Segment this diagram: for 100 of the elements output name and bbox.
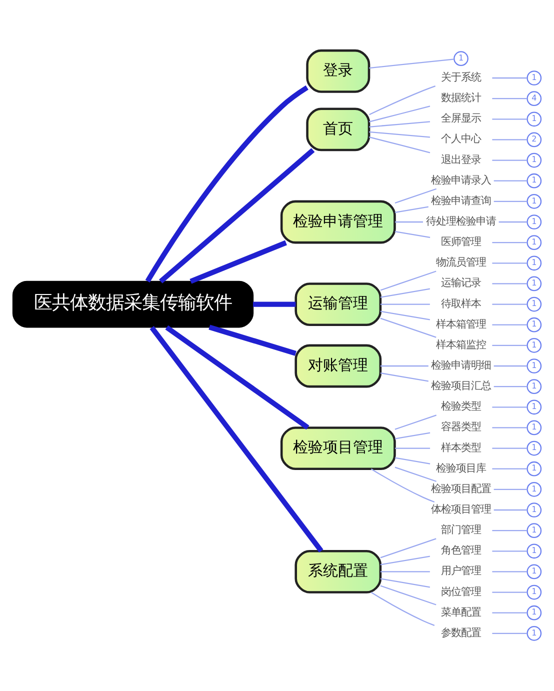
- connector: [369, 58, 454, 68]
- connector: [492, 282, 527, 284]
- connector: [395, 220, 423, 222]
- connector: [492, 98, 527, 99]
- connector: [494, 200, 528, 202]
- node-box: 系统配置: [294, 550, 382, 593]
- connector: [394, 466, 437, 482]
- connector: [395, 447, 430, 448]
- connector: [494, 508, 528, 510]
- connector: [380, 570, 430, 572]
- node-text: 医师管理: [441, 236, 481, 248]
- connector: [380, 538, 436, 558]
- connector: [370, 468, 435, 502]
- connector: [158, 148, 315, 283]
- connector: [492, 76, 527, 78]
- connector: [494, 180, 528, 181]
- connector: [394, 206, 428, 213]
- connector: [494, 386, 528, 387]
- node-text: 数据统计: [441, 92, 481, 104]
- connector: [492, 632, 527, 634]
- connector: [380, 317, 436, 338]
- node-box: 检验项目管理: [280, 426, 396, 470]
- node-text: 用户管理: [441, 564, 481, 577]
- node-text: 岗位管理: [441, 585, 481, 598]
- connector: [492, 468, 527, 469]
- connector: [492, 159, 527, 160]
- node-text: 关于系统: [441, 71, 481, 84]
- node-text: 检验类型: [441, 400, 481, 412]
- connector: [380, 288, 430, 298]
- node-box: 运输管理: [294, 282, 382, 326]
- node-text: 角色管理: [441, 544, 481, 556]
- node-text: 个人中心: [441, 132, 481, 145]
- connector: [165, 324, 310, 430]
- connector: [492, 262, 527, 264]
- node-text: 样本箱管理: [436, 318, 486, 330]
- connector: [492, 303, 527, 304]
- connector: [370, 591, 435, 626]
- connector: [492, 447, 527, 448]
- node-text: 检验申请明细: [431, 359, 491, 372]
- node-text: 检验申请录入: [431, 174, 491, 186]
- node-text: 体检项目管理: [431, 503, 491, 516]
- node-box: 检验申请管理: [280, 200, 396, 244]
- node-text: 待处理检验申请: [426, 215, 496, 228]
- connector: [369, 85, 436, 115]
- connector: [380, 555, 430, 565]
- node-text: 容器类型: [441, 420, 481, 433]
- connector: [394, 188, 437, 204]
- connector: [394, 414, 437, 430]
- connector: [380, 270, 436, 290]
- connector: [492, 324, 527, 325]
- connector: [394, 432, 430, 439]
- connector: [492, 344, 527, 346]
- node-box: 对账管理: [294, 344, 382, 388]
- node-text: 参数配置: [441, 626, 481, 638]
- connector: [380, 364, 428, 366]
- connector: [369, 120, 430, 127]
- node-text: 菜单配置: [441, 606, 481, 618]
- node-text: 检验项目库: [436, 462, 486, 474]
- connector: [253, 301, 296, 306]
- connector: [380, 578, 430, 588]
- connector: [380, 584, 436, 605]
- connector: [492, 426, 527, 428]
- connector: [145, 84, 308, 282]
- node-text: 待取样本: [441, 297, 481, 310]
- node-text: 样本类型: [441, 441, 481, 454]
- connector: [368, 105, 430, 122]
- connector: [380, 372, 428, 382]
- connector: [394, 230, 430, 238]
- node-text: 运输记录: [441, 276, 481, 289]
- connector: [494, 364, 528, 366]
- connector: [380, 303, 430, 304]
- node-text: 退出登录: [441, 153, 481, 166]
- node-box: 登录: [306, 48, 370, 92]
- node-text: 部门管理: [441, 524, 481, 536]
- node-box: 医共体数据采集传输软件: [12, 280, 254, 328]
- connector: [492, 530, 527, 531]
- connector: [492, 118, 527, 120]
- connector: [494, 488, 528, 490]
- connector: [492, 406, 527, 408]
- connector: [498, 220, 528, 222]
- connector: [208, 324, 296, 356]
- connector: [380, 310, 430, 320]
- connector: [394, 456, 430, 464]
- node-text: 样本箱监控: [436, 338, 486, 350]
- node-text: 检验申请查询: [431, 194, 491, 206]
- node-text: 检验项目汇总: [431, 380, 491, 392]
- node-text: 全屏显示: [441, 112, 481, 124]
- connector: [492, 138, 527, 140]
- connector: [492, 612, 527, 613]
- node-box: 首页: [306, 107, 370, 151]
- connector: [190, 240, 287, 284]
- connector: [492, 570, 527, 572]
- connector: [150, 326, 324, 552]
- connector: [492, 591, 527, 592]
- connector: [492, 242, 527, 243]
- node-text: 物流员管理: [436, 256, 486, 268]
- connector: [369, 130, 430, 138]
- connector: [368, 136, 430, 153]
- node-text: 检验项目配置: [431, 482, 491, 494]
- connector: [492, 550, 527, 552]
